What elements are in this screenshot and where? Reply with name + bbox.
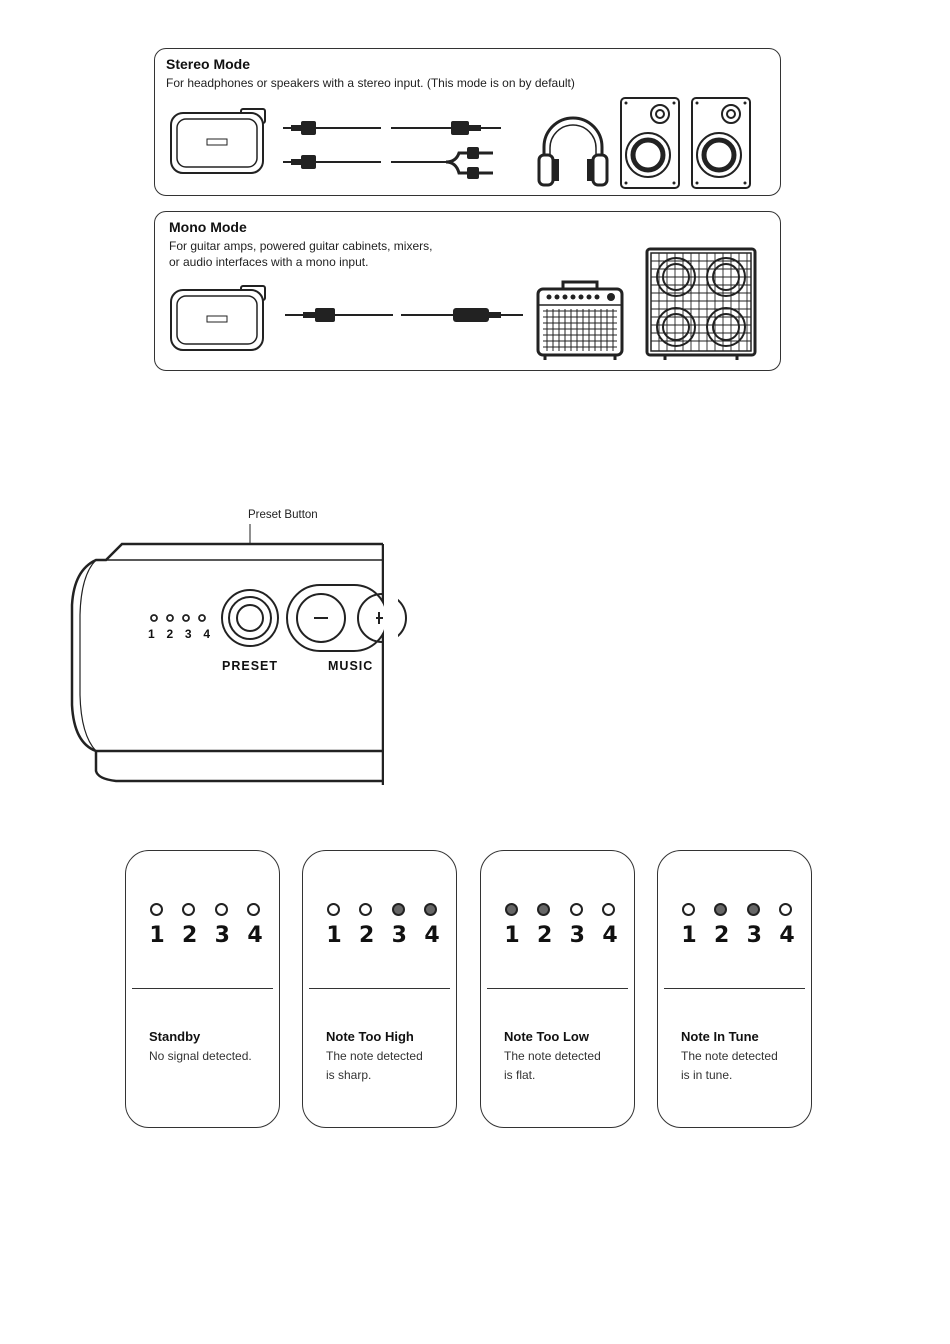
state-description-line: is sharp.: [326, 1068, 372, 1082]
mono-mode-description-line1: For guitar amps, powered guitar cabinets…: [169, 239, 433, 253]
led-indicator: [778, 903, 792, 916]
device-body-outline: [70, 505, 407, 795]
state-description-line: No signal detected.: [149, 1049, 252, 1063]
led-indicator-lit: [423, 903, 437, 916]
state-description-line: is in tune.: [681, 1068, 733, 1082]
state-description: No signal detected.: [149, 1047, 274, 1066]
device-closeup: Preset Button 1 2 3 4 PRESET MUSI: [56, 505, 407, 795]
led-indicator: [569, 903, 583, 916]
divider: [132, 988, 273, 989]
led-number: 3: [214, 923, 230, 948]
led-indicator: [327, 903, 340, 916]
led-number: 2: [166, 627, 174, 641]
led-number: 4: [424, 923, 440, 948]
speaker-icon: [691, 97, 751, 189]
led-number: 3: [391, 923, 407, 948]
divider: [487, 988, 628, 989]
speaker-icon: [620, 97, 680, 189]
mono-mode-description-line2: or audio interfaces with a mono input.: [169, 255, 369, 269]
led-indicators: [327, 903, 437, 916]
led-numbers: 1 2 3 4: [503, 923, 619, 948]
mono-mode-title: Mono Mode: [169, 219, 247, 235]
led-number: 3: [184, 627, 192, 641]
led-indicator: [246, 903, 260, 916]
led-number: 2: [537, 923, 553, 948]
music-label: MUSIC: [328, 659, 374, 673]
led-number: 1: [326, 923, 342, 948]
stereo-mode-title: Stereo Mode: [166, 56, 251, 72]
led-indicator-lit: [505, 903, 518, 916]
led-indicator: [182, 903, 196, 916]
led-numbers: 1 2 3 4: [148, 923, 264, 948]
trs-cable-icon: [283, 121, 501, 135]
led-number: 3: [746, 923, 762, 948]
led-numbers: 1 2 3 4: [325, 923, 441, 948]
led-number: 2: [714, 923, 730, 948]
led-indicator: [150, 903, 163, 916]
led-number: 1: [681, 923, 697, 948]
led-number: 1: [504, 923, 520, 948]
led-indicators: [150, 903, 260, 916]
led-number: 4: [203, 627, 210, 641]
stereo-mode-description: For headphones or speakers with a stereo…: [166, 76, 575, 90]
led-indicator-lit: [746, 903, 760, 916]
state-description-line: The note detected: [681, 1049, 778, 1063]
led-number: 2: [182, 923, 198, 948]
device-led-numbers: 1 2 3 4: [148, 627, 210, 641]
led-indicator-lit: [537, 903, 551, 916]
led-number: 4: [247, 923, 263, 948]
stereo-mode-panel: Stereo Mode For headphones or speakers w…: [154, 48, 781, 196]
led-indicators: [505, 903, 615, 916]
ts-cable-icon: [285, 308, 523, 322]
led-indicator: [359, 903, 373, 916]
guitar-cabinet-icon: [645, 247, 757, 360]
device-icon: [170, 108, 266, 174]
led-numbers: 1 2 3 4: [680, 923, 796, 948]
state-title: Note Too Low: [504, 1029, 589, 1044]
state-title: Note Too High: [326, 1029, 414, 1044]
led-number: 4: [779, 923, 795, 948]
tuner-state-card-note-too-high: 1 2 3 4 Note Too High The note detected …: [302, 850, 457, 1128]
led-number: 1: [149, 923, 165, 948]
led-number: 2: [359, 923, 375, 948]
tuner-state-card-standby: 1 2 3 4 Standby No signal detected.: [125, 850, 280, 1128]
state-description-line: The note detected: [326, 1049, 423, 1063]
state-title: Note In Tune: [681, 1029, 759, 1044]
state-description-line: is flat.: [504, 1068, 536, 1082]
state-title: Standby: [149, 1029, 201, 1044]
preset-button-callout: Preset Button: [248, 509, 318, 521]
state-description: The note detected is sharp.: [326, 1047, 451, 1085]
divider: [309, 988, 450, 989]
led-number: 4: [602, 923, 618, 948]
rca-y-cable-icon: [283, 147, 493, 179]
tuner-state-card-note-too-low: 1 2 3 4 Note Too Low The note detected i…: [480, 850, 635, 1128]
led-number: 3: [569, 923, 585, 948]
headphones-icon: [537, 116, 609, 187]
led-indicator: [682, 903, 695, 916]
led-indicator: [601, 903, 615, 916]
device-icon: [170, 285, 266, 351]
divider: [664, 988, 805, 989]
led-indicator-lit: [714, 903, 728, 916]
tuner-state-card-note-in-tune: 1 2 3 4 Note In Tune The note detected i…: [657, 850, 812, 1128]
led-indicators: [682, 903, 792, 916]
state-description: The note detected is in tune.: [681, 1047, 806, 1085]
state-description-line: The note detected: [504, 1049, 601, 1063]
mono-mode-panel: Mono Mode For guitar amps, powered guita…: [154, 211, 781, 371]
led-indicator-lit: [391, 903, 405, 916]
led-indicator: [214, 903, 228, 916]
preset-label: PRESET: [222, 659, 279, 673]
state-description: The note detected is flat.: [504, 1047, 629, 1085]
led-number: 1: [148, 627, 155, 641]
combo-amp-icon: [536, 280, 624, 360]
